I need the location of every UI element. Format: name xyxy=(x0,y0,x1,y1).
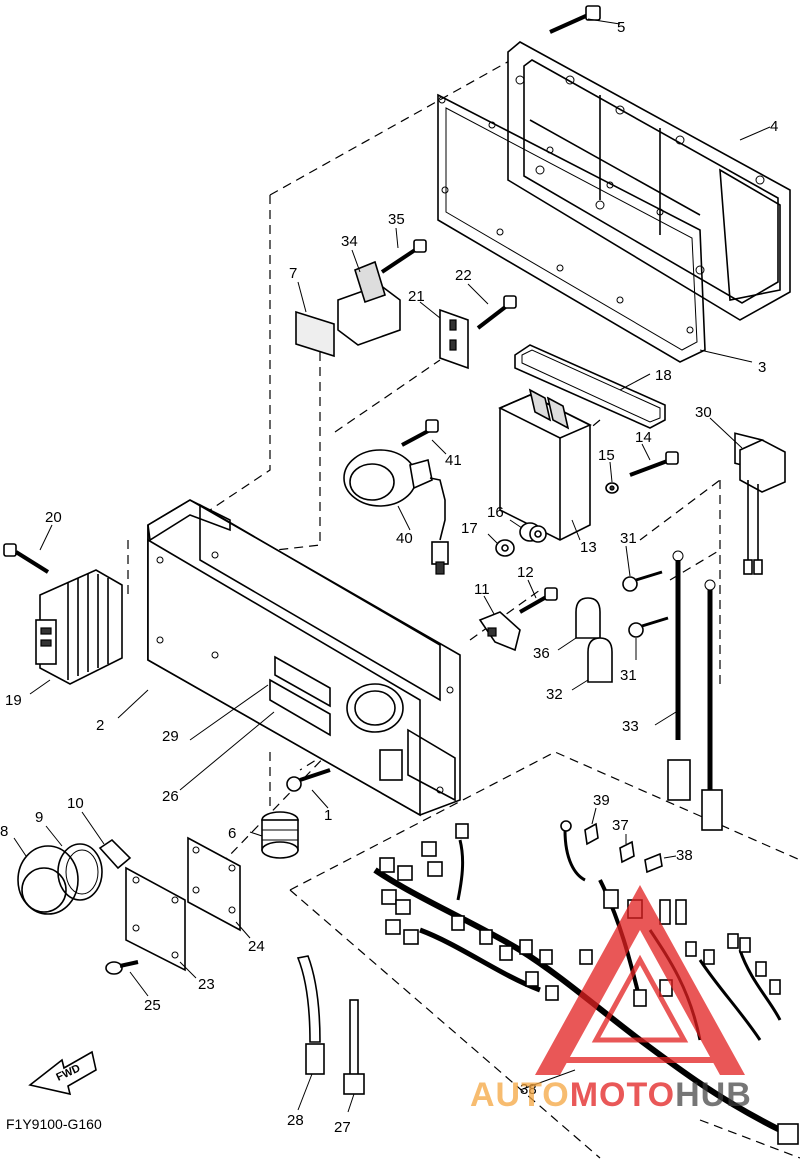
callout-40: 40 xyxy=(396,530,413,547)
callout-15: 15 xyxy=(598,447,615,464)
part-31-bolt-b xyxy=(628,616,669,660)
leader-26 xyxy=(179,711,275,791)
callout-23: 23 xyxy=(198,976,215,993)
callout-18: 18 xyxy=(655,367,672,384)
callout-2: 2 xyxy=(96,717,105,734)
callout-3: 3 xyxy=(758,359,767,376)
watermark-part2: MOTO xyxy=(569,1076,676,1114)
callout-22: 22 xyxy=(455,267,472,284)
leader-29 xyxy=(189,684,269,741)
callout-29: 29 xyxy=(162,728,179,745)
fwd-arrow-icon xyxy=(28,1050,97,1096)
part-9-ring xyxy=(45,825,103,901)
part-41-screw xyxy=(401,419,447,455)
part-38-connector-a xyxy=(619,834,635,864)
part-2-box xyxy=(117,499,461,817)
part-11-clip xyxy=(478,595,521,652)
callout-12: 12 xyxy=(517,564,534,581)
leader-4 xyxy=(739,126,771,141)
callout-28: 28 xyxy=(287,1112,304,1129)
part-12-screw xyxy=(519,579,558,614)
callout-17: 17 xyxy=(461,520,478,537)
part-8-cap xyxy=(13,837,79,915)
callout-16: 16 xyxy=(487,504,504,521)
callout-31b: 31 xyxy=(620,667,637,684)
callout-33: 33 xyxy=(622,718,639,735)
part-19-rectifier xyxy=(29,569,123,695)
part-13-cdi xyxy=(498,388,592,541)
watermark-part1: AUTO xyxy=(470,1076,570,1114)
part-14-screw xyxy=(629,443,679,477)
callout-24: 24 xyxy=(248,938,265,955)
part-7-pad xyxy=(295,281,335,358)
part-23-plate xyxy=(125,866,197,979)
part-1-bolt xyxy=(286,768,331,809)
callout-11: 11 xyxy=(474,581,490,598)
figure-code: F1Y9100-G160 xyxy=(6,1116,102,1132)
part-5-screw xyxy=(549,5,621,34)
part-20-screw xyxy=(3,524,53,574)
part-6-grommet xyxy=(249,811,299,859)
part-3-gasket xyxy=(437,93,753,363)
callout-38a: 37 xyxy=(612,817,629,834)
part-35-relay xyxy=(337,249,401,346)
part-39-connector xyxy=(584,807,599,846)
callout-38b: 38 xyxy=(676,847,693,864)
callout-6: 6 xyxy=(228,825,237,842)
callout-1: 1 xyxy=(324,807,333,824)
callout-21: 21 xyxy=(408,288,425,305)
callout-19: 19 xyxy=(5,692,22,709)
part-34-cap xyxy=(557,597,601,651)
callout-25: 25 xyxy=(144,997,161,1014)
callout-13: 13 xyxy=(580,539,597,556)
callout-27: 27 xyxy=(334,1119,351,1136)
part-21-bracket xyxy=(419,301,469,370)
part-15-washer xyxy=(605,461,619,494)
part-28-tie xyxy=(296,955,325,1111)
part-27-tie xyxy=(343,999,365,1113)
part-17-collar xyxy=(487,533,515,557)
part-10-strap xyxy=(81,811,132,870)
callout-34: 36 xyxy=(533,645,550,662)
callout-26: 26 xyxy=(162,788,179,805)
part-33-cables xyxy=(654,550,723,831)
part-25-screw xyxy=(105,960,149,997)
callout-39: 39 xyxy=(593,792,610,809)
callout-14: 14 xyxy=(635,429,652,446)
watermark-part3: HUB xyxy=(675,1076,752,1114)
callout-32: 32 xyxy=(546,686,563,703)
watermark-text: AUTOMOTOHUB xyxy=(470,1076,752,1115)
part-31-bolt-a xyxy=(622,545,663,592)
part-4-cover xyxy=(507,41,791,472)
part-40-sensor xyxy=(343,449,449,575)
callout-10: 10 xyxy=(67,795,84,812)
part-30-relay xyxy=(709,417,786,575)
callout-41: 41 xyxy=(445,452,462,469)
callout-36: 35 xyxy=(388,211,405,228)
callout-5: 5 xyxy=(617,19,626,36)
callout-8: 8 xyxy=(0,823,9,840)
callout-30: 30 xyxy=(695,404,712,421)
part-36-screw xyxy=(380,227,427,274)
part-38-connector-b xyxy=(644,852,677,874)
watermark-logo-icon xyxy=(535,885,745,1075)
callout-31a: 31 xyxy=(620,530,637,547)
part-16-grommet xyxy=(509,519,547,543)
callout-37: 38 xyxy=(520,1081,537,1098)
callout-9: 9 xyxy=(35,809,44,826)
callout-7: 7 xyxy=(289,265,298,282)
part-32-cap xyxy=(571,637,613,691)
part-22-screw xyxy=(467,283,517,330)
callout-35: 34 xyxy=(341,233,358,250)
callout-4: 4 xyxy=(770,118,779,135)
part-24-plate xyxy=(187,836,251,939)
part-18-band xyxy=(514,344,666,429)
callout-20: 20 xyxy=(45,509,62,526)
